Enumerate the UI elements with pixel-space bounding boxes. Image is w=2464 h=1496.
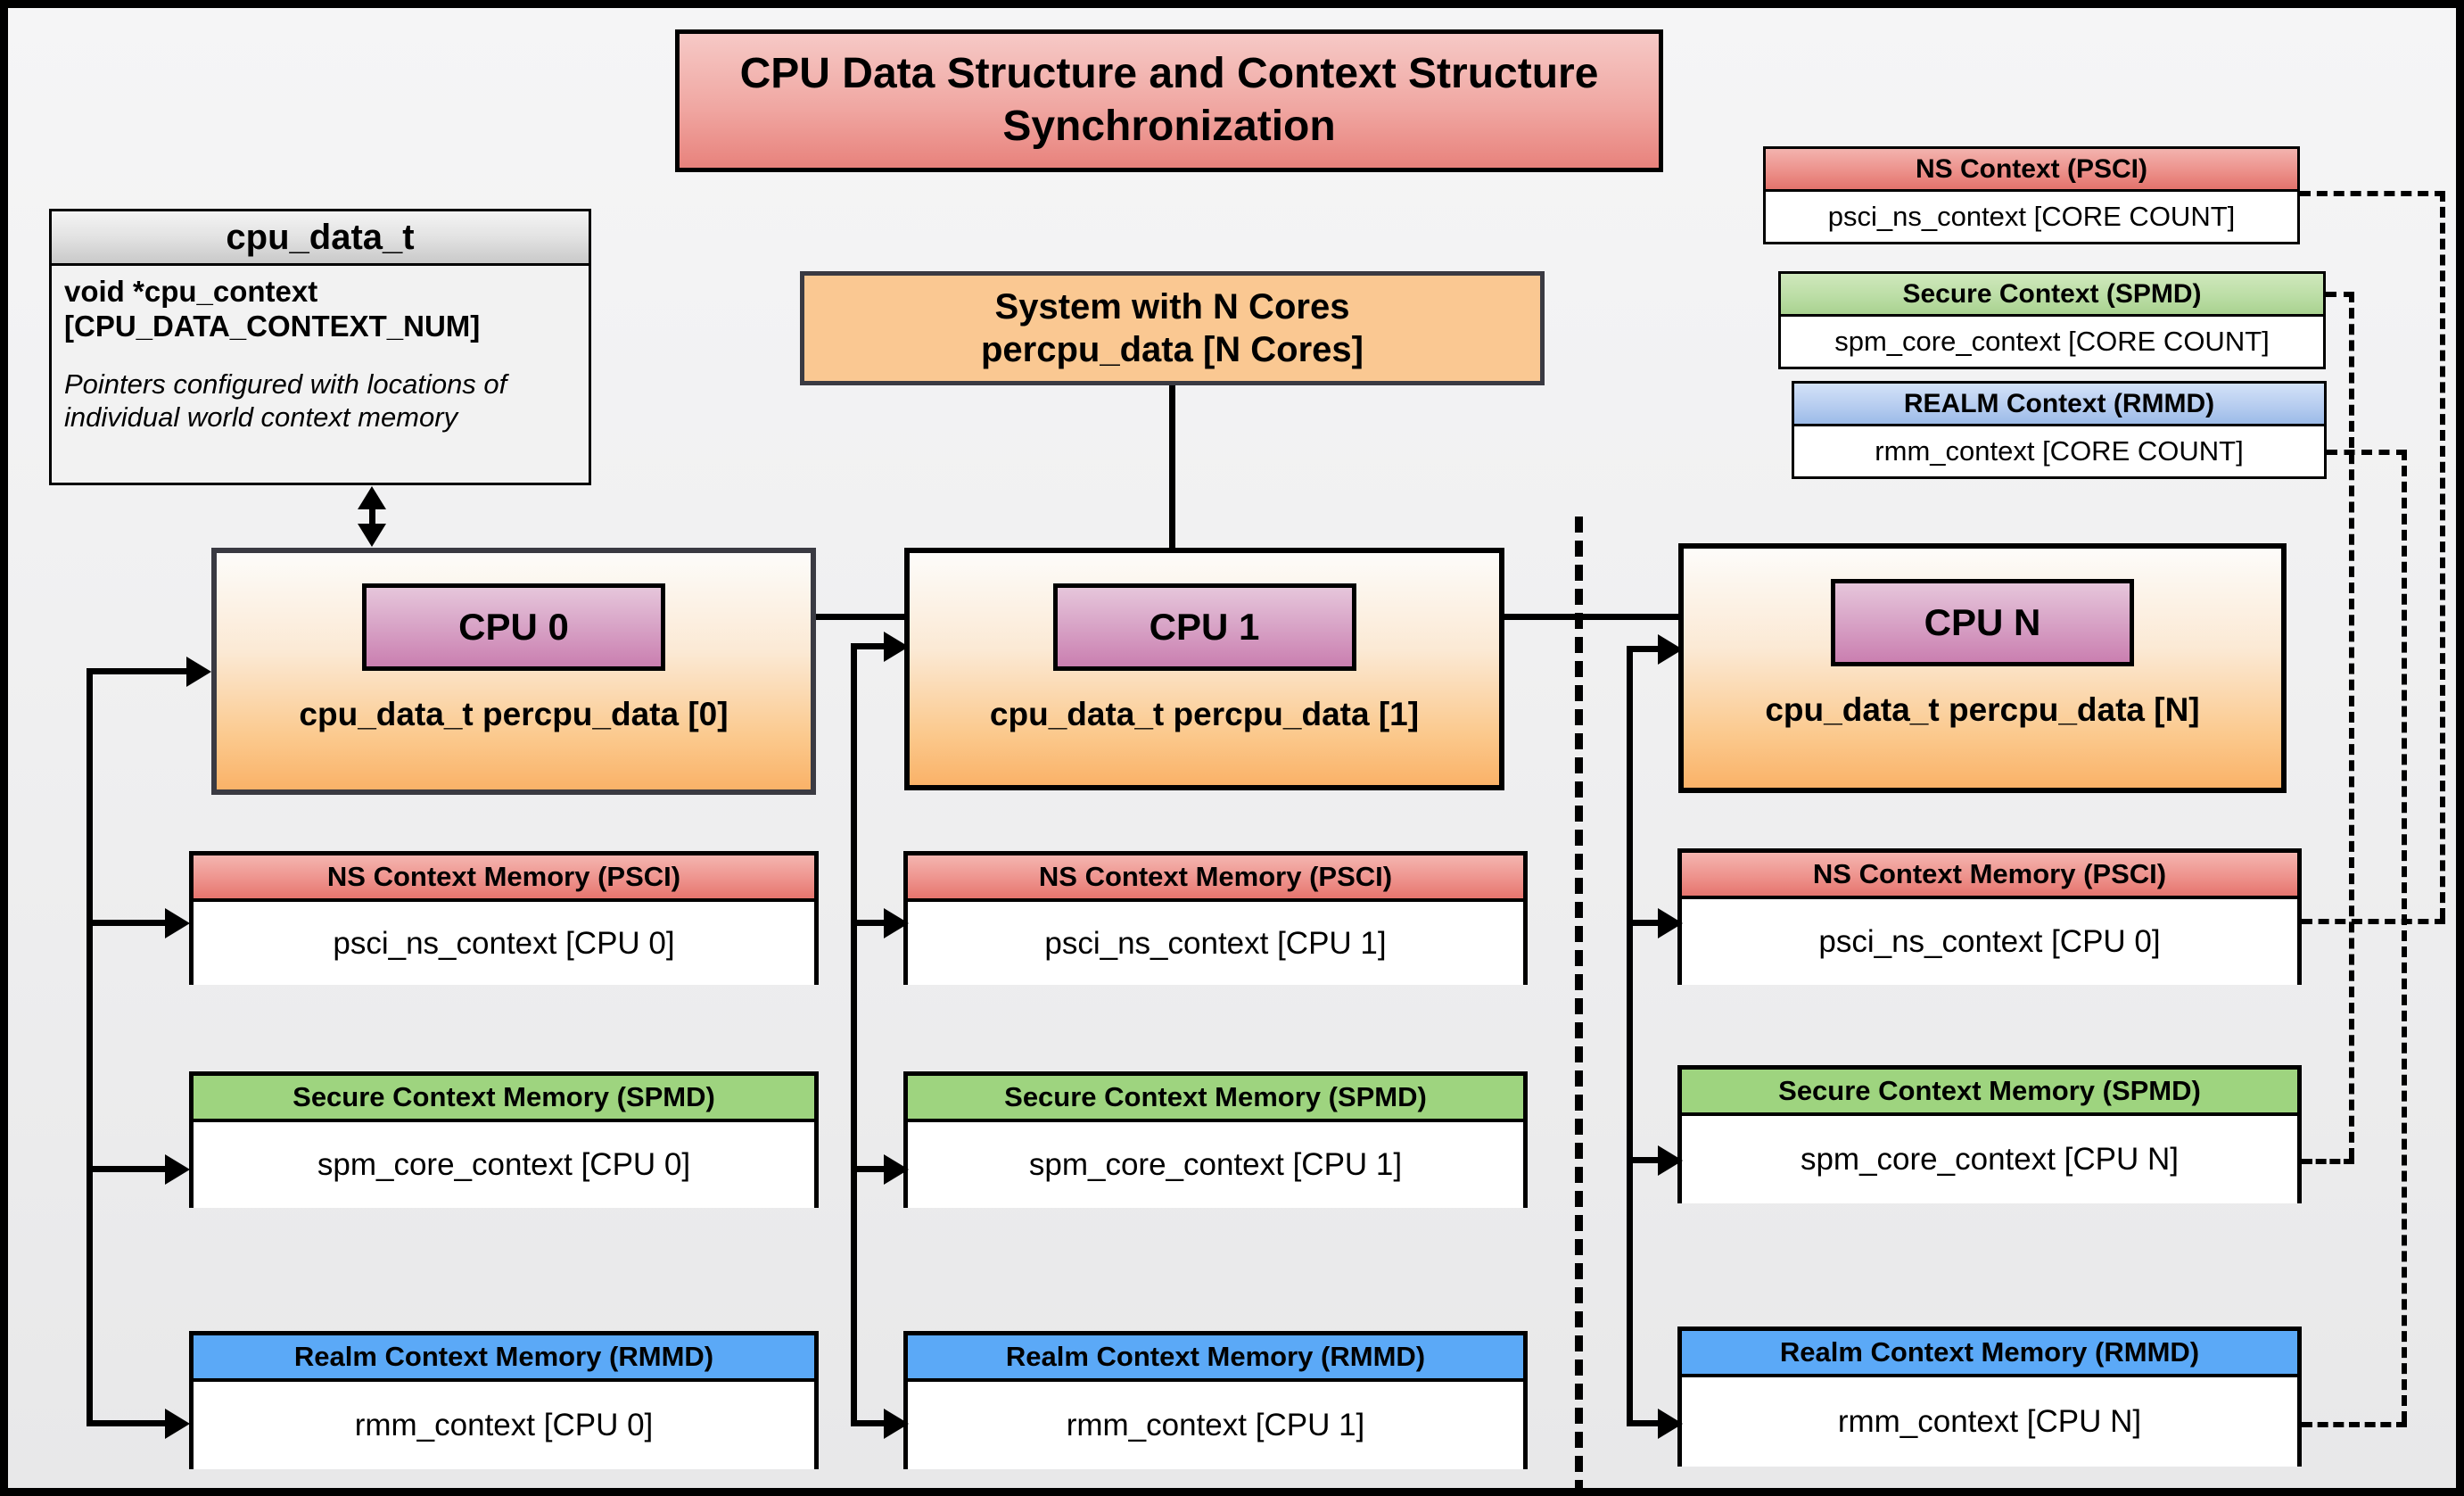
cpu-0-arrow-core: [186, 657, 211, 687]
cpu-n-label: cpu_data_t percpu_data [N]: [1765, 691, 2200, 728]
cpu-data-t-struct: cpu_data_t void *cpu_context [CPU_DATA_C…: [49, 209, 591, 485]
cpu-n-realm-context: Realm Context Memory (RMMD) rmm_context …: [1677, 1327, 2302, 1467]
cpu-n-secure-context: Secure Context Memory (SPMD) spm_core_co…: [1677, 1065, 2302, 1203]
cpu-0-branch-core: [87, 668, 192, 674]
cpu-1-realm-context: Realm Context Memory (RMMD) rmm_context …: [903, 1331, 1528, 1469]
cpu-0-arrow-secure: [165, 1154, 190, 1185]
cpu-0-ns-body: psci_ns_context [CPU 0]: [194, 902, 814, 985]
diagram-title: CPU Data Structure and Context Structure…: [675, 29, 1663, 172]
cpu-1-realm-body: rmm_context [CPU 1]: [908, 1382, 1523, 1469]
cpu-1-arrow-realm: [884, 1409, 909, 1439]
cpu-n-chip: CPU N: [1831, 579, 2134, 666]
cpu-1-secure-header: Secure Context Memory (SPMD): [908, 1076, 1523, 1122]
cpu-n-arrow-realm: [1658, 1409, 1683, 1439]
legend-realm-body: rmm_context [CORE COUNT]: [1794, 426, 2324, 476]
cpu-0-branch-ns: [87, 920, 169, 926]
cpu-0-realm-header: Realm Context Memory (RMMD): [194, 1335, 814, 1382]
cpu-n-secure-body: spm_core_context [CPU N]: [1682, 1116, 2297, 1203]
system-line1: System with N Cores: [994, 287, 1350, 326]
cpu-0-block: CPU 0 cpu_data_t percpu_data [0]: [211, 548, 816, 795]
cpu-n-secure-header: Secure Context Memory (SPMD): [1682, 1070, 2297, 1116]
cpu-0-arrow-ns: [165, 908, 190, 938]
cpu-0-trunk: [87, 668, 93, 1420]
cpu-n-branch-ns: [1627, 920, 1663, 926]
cpu-0-realm-context: Realm Context Memory (RMMD) rmm_context …: [189, 1331, 819, 1469]
cpu-1-arrow-core: [884, 632, 909, 662]
cpu-1-ns-header: NS Context Memory (PSCI): [908, 855, 1523, 902]
cpu-1-chip: CPU 1: [1052, 583, 1356, 671]
struct-link-arrow-down: [358, 524, 386, 547]
cpu-1-arrow-secure: [884, 1154, 909, 1185]
cpu-1-realm-header: Realm Context Memory (RMMD): [908, 1335, 1523, 1382]
cpu-n-arrow-core: [1658, 634, 1683, 665]
legend-realm-header: REALM Context (RMMD): [1794, 384, 2324, 426]
cpu-1-ns-body: psci_ns_context [CPU 1]: [908, 902, 1523, 985]
cpu-1-branch-secure: [851, 1166, 889, 1172]
link-ns-bottom: [2302, 919, 2445, 924]
cpu-n-branch-core: [1627, 646, 1663, 652]
cpu-n-ns-context: NS Context Memory (PSCI) psci_ns_context…: [1677, 848, 2302, 985]
struct-field-line1: void *cpu_context: [64, 275, 318, 308]
cpu-n-ns-header: NS Context Memory (PSCI): [1682, 853, 2297, 899]
cpu-1-secure-context: Secure Context Memory (SPMD) spm_core_co…: [903, 1071, 1528, 1208]
legend-ns-body: psci_ns_context [CORE COUNT]: [1766, 192, 2297, 242]
system-line2: percpu_data [N Cores]: [981, 330, 1364, 369]
link-secure-top: [2326, 292, 2354, 297]
column-separator: [1575, 517, 1583, 1488]
cpu-1-trunk: [851, 643, 857, 1420]
struct-body: void *cpu_context [CPU_DATA_CONTEXT_NUM]…: [52, 266, 589, 434]
link-realm-bottom: [2302, 1422, 2407, 1427]
cpu-1-branch-core: [851, 643, 889, 649]
cpu-1-branch-ns: [851, 920, 889, 926]
struct-link-dash: [369, 506, 375, 525]
struct-field-line2: [CPU_DATA_CONTEXT_NUM]: [64, 309, 481, 343]
system-stem: [1169, 385, 1175, 617]
link-ns-top: [2300, 191, 2445, 196]
cpu-0-branch-realm: [87, 1420, 169, 1426]
legend-secure-body: spm_core_context [CORE COUNT]: [1781, 317, 2323, 367]
cpu-n-arrow-ns: [1658, 908, 1683, 938]
cpu-1-branch-realm: [851, 1420, 889, 1426]
link-ns-vertical: [2440, 191, 2445, 919]
legend-ns-context: NS Context (PSCI) psci_ns_context [CORE …: [1763, 146, 2300, 244]
cpu-0-label: cpu_data_t percpu_data [0]: [299, 696, 729, 732]
cpu-n-trunk: [1627, 646, 1633, 1420]
struct-title: cpu_data_t: [52, 211, 589, 266]
cpu-0-arrow-realm: [165, 1409, 190, 1439]
cpu-n-branch-realm: [1627, 1420, 1663, 1426]
cpu-n-block: CPU N cpu_data_t percpu_data [N]: [1678, 543, 2287, 793]
legend-ns-header: NS Context (PSCI): [1766, 149, 2297, 192]
cpu-0-ns-header: NS Context Memory (PSCI): [194, 855, 814, 902]
cpu-n-realm-header: Realm Context Memory (RMMD): [1682, 1331, 2297, 1377]
cpu-0-secure-context: Secure Context Memory (SPMD) spm_core_co…: [189, 1071, 819, 1208]
cpu-n-ns-body: psci_ns_context [CPU 0]: [1682, 899, 2297, 985]
struct-note: Pointers configured with locations of in…: [64, 368, 507, 434]
cpu-1-secure-body: spm_core_context [CPU 1]: [908, 1122, 1523, 1208]
cpu-n-realm-body: rmm_context [CPU N]: [1682, 1377, 2297, 1467]
cpu-1-arrow-ns: [884, 908, 909, 938]
cpu-1-label: cpu_data_t percpu_data [1]: [989, 696, 1420, 732]
legend-secure-context: Secure Context (SPMD) spm_core_context […: [1778, 271, 2326, 369]
cpu-0-ns-context: NS Context Memory (PSCI) psci_ns_context…: [189, 851, 819, 985]
legend-secure-header: Secure Context (SPMD): [1781, 274, 2323, 317]
link-secure-vertical: [2349, 292, 2354, 1159]
cpu-n-arrow-secure: [1658, 1145, 1683, 1176]
link-realm-vertical: [2402, 450, 2407, 1422]
cpu-0-chip: CPU 0: [362, 583, 665, 671]
cpu-0-branch-secure: [87, 1166, 169, 1172]
cpu-0-secure-body: spm_core_context [CPU 0]: [194, 1122, 814, 1208]
system-box: System with N Cores percpu_data [N Cores…: [800, 271, 1545, 385]
cpu-n-branch-secure: [1627, 1157, 1663, 1163]
cpu-1-block: CPU 1 cpu_data_t percpu_data [1]: [904, 548, 1504, 790]
legend-realm-context: REALM Context (RMMD) rmm_context [CORE C…: [1792, 381, 2327, 479]
link-realm-top: [2327, 450, 2407, 455]
cpu-1-ns-context: NS Context Memory (PSCI) psci_ns_context…: [903, 851, 1528, 985]
cpu-0-secure-header: Secure Context Memory (SPMD): [194, 1076, 814, 1122]
struct-link-arrow-up: [358, 486, 386, 509]
cpu-0-realm-body: rmm_context [CPU 0]: [194, 1382, 814, 1469]
link-secure-bottom: [2302, 1159, 2354, 1164]
